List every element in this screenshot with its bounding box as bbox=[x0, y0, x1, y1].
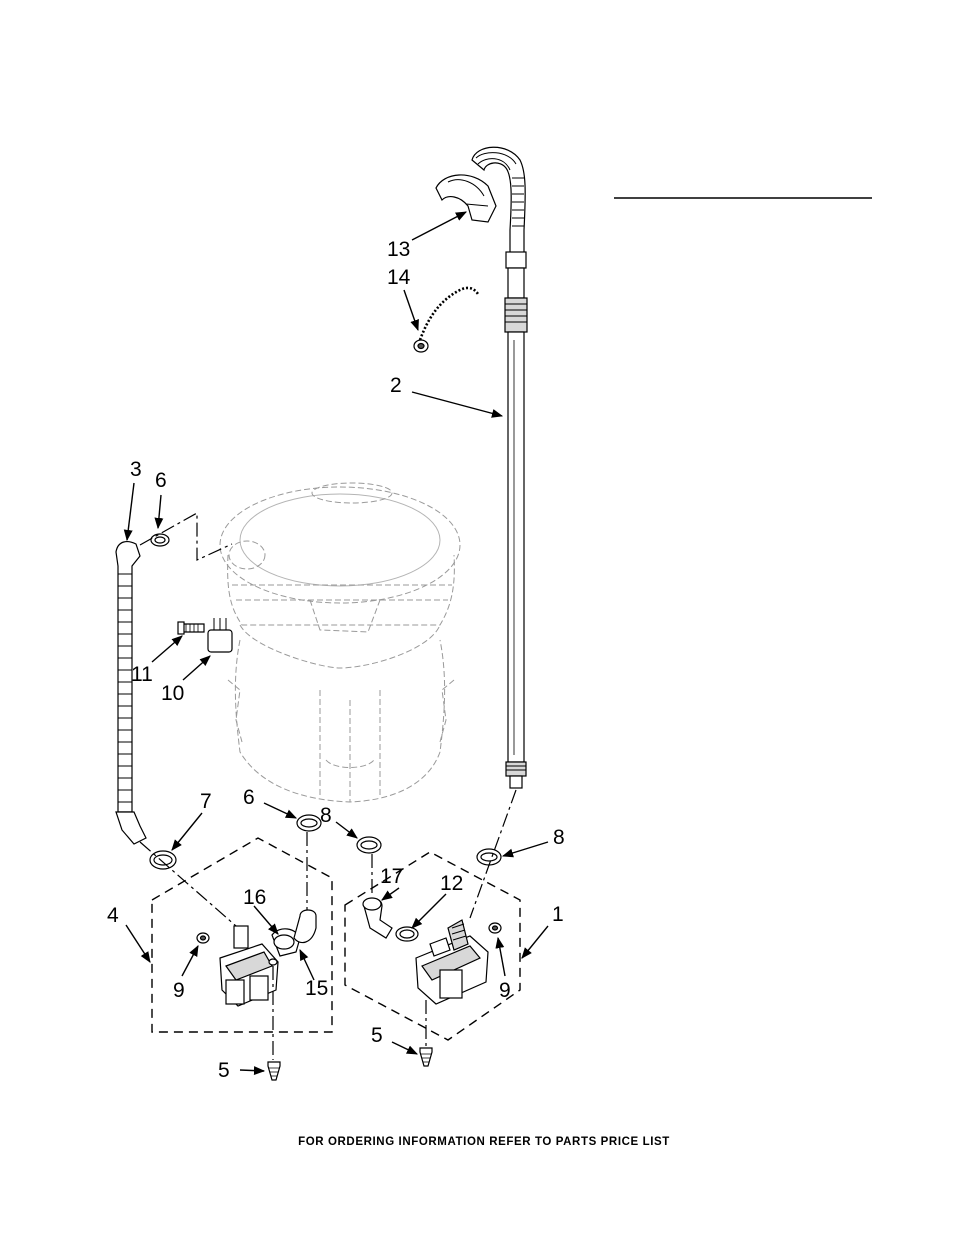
callout-11: 11 bbox=[131, 663, 153, 686]
callout-1: 1 bbox=[552, 903, 564, 926]
clamp-upper bbox=[150, 533, 170, 547]
callout-6-lower: 6 bbox=[243, 786, 255, 809]
callout-labels: 13 14 2 3 6 11 10 7 6 8 8 17 12 16 4 1 9… bbox=[107, 238, 565, 1082]
callout-6-upper: 6 bbox=[155, 469, 167, 492]
callout-13: 13 bbox=[387, 238, 410, 261]
leader-arrows bbox=[123, 211, 549, 1076]
ordering-info-footer: FOR ORDERING INFORMATION REFER TO PARTS … bbox=[298, 1136, 670, 1148]
callout-3: 3 bbox=[130, 458, 142, 481]
callout-9-left: 9 bbox=[173, 979, 185, 1002]
callout-16: 16 bbox=[243, 886, 266, 909]
callout-12: 12 bbox=[440, 872, 463, 895]
valve-assembly-right bbox=[344, 851, 521, 1041]
callout-8-right: 8 bbox=[553, 826, 565, 849]
bead-strap bbox=[413, 286, 480, 353]
callout-15: 15 bbox=[305, 977, 328, 1000]
drain-hose bbox=[471, 146, 528, 789]
callout-7: 7 bbox=[200, 790, 212, 813]
inlet-hose bbox=[115, 541, 147, 845]
callout-8-center: 8 bbox=[320, 804, 332, 827]
callout-14: 14 bbox=[387, 266, 411, 289]
screws-5 bbox=[267, 1047, 433, 1081]
outer-tub bbox=[219, 482, 461, 803]
clamps-lower bbox=[149, 814, 502, 870]
callout-10: 10 bbox=[161, 682, 184, 705]
screw-and-sensor bbox=[177, 618, 233, 653]
callout-9-right: 9 bbox=[499, 979, 511, 1002]
callout-2: 2 bbox=[390, 374, 402, 397]
callout-17: 17 bbox=[380, 865, 403, 888]
callout-5-center: 5 bbox=[371, 1024, 383, 1047]
callout-5-left: 5 bbox=[218, 1059, 230, 1082]
alignment-lines bbox=[139, 511, 517, 1060]
valve-assembly-left bbox=[151, 837, 333, 1033]
hose-guide bbox=[435, 174, 497, 223]
callout-4: 4 bbox=[107, 904, 119, 927]
